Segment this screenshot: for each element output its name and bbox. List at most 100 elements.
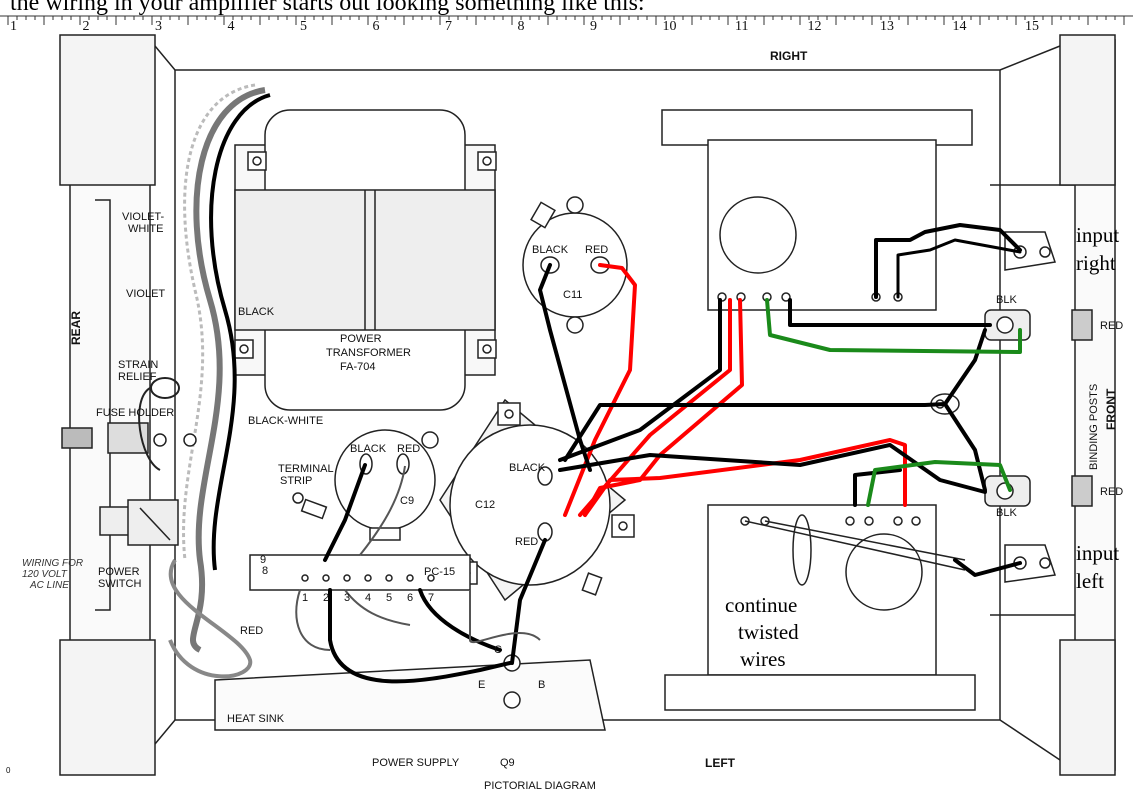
terminal-e-label: E <box>478 679 485 691</box>
wire <box>896 238 1022 299</box>
wire <box>788 298 992 327</box>
c12-black-label: BLACK <box>509 462 546 474</box>
power-supply-label: POWER SUPPLY <box>372 757 460 769</box>
ruler-number: 2 <box>83 19 90 34</box>
ruler-number: 13 <box>880 19 894 34</box>
ruler-number: 7 <box>445 19 452 34</box>
capacitor-c11 <box>522 196 628 334</box>
terminal-b-label: B <box>538 679 545 691</box>
wire <box>578 298 732 517</box>
panel-label-right: RIGHT <box>770 49 808 63</box>
ruler-number: 15 <box>1025 19 1039 34</box>
diagram-labels: RIGHT LEFT REAR FRONT BINDING POSTS VIOL… <box>6 49 1123 792</box>
input-left-label-2: left <box>1076 569 1104 593</box>
c11-name-label: C11 <box>563 289 582 301</box>
heat-sink <box>214 654 606 731</box>
wire <box>558 443 987 494</box>
c12-red-label: RED <box>515 536 538 548</box>
transformer-label-2: TRANSFORMER <box>326 347 411 359</box>
q9-label: Q9 <box>500 757 515 769</box>
wire <box>538 263 592 472</box>
black-white-label: BLACK-WHITE <box>248 415 323 427</box>
pc15-pad <box>427 574 435 582</box>
pc15-pin-label: 3 <box>344 592 350 604</box>
wiring-note-3: AC LINE <box>29 580 69 591</box>
blk-label-2: BLK <box>996 507 1017 519</box>
binding-posts-left <box>984 475 1093 507</box>
wire <box>323 463 367 562</box>
pc15-pin-label: 7 <box>428 592 434 604</box>
pc15-pin-label: 1 <box>302 592 308 604</box>
input-left-label-1: input <box>1076 541 1119 565</box>
power-switch <box>99 499 179 546</box>
wire <box>510 538 547 665</box>
chassis <box>59 34 1116 776</box>
wiring-note-1: WIRING FOR <box>22 558 83 569</box>
fuse-holder-label: FUSE HOLDER <box>96 407 174 419</box>
header-text: the wiring in your amplifier starts out … <box>10 0 645 16</box>
pc15-pad <box>364 574 372 582</box>
ruler-number: 1 <box>10 19 17 34</box>
twisted-wire-bundle <box>168 83 271 679</box>
pc15-pad <box>301 574 309 582</box>
pc15-pin-label: 5 <box>386 592 392 604</box>
continue-label-2: twisted <box>738 620 799 644</box>
pc15-label: PC-15 <box>424 566 455 578</box>
panel-label-left: LEFT <box>705 756 736 770</box>
ruler-number: 6 <box>373 19 380 34</box>
pc15-pad <box>385 574 393 582</box>
violet-white-label-1: VIOLET- <box>122 211 165 223</box>
ruler-number: 3 <box>155 19 162 34</box>
input-right-label-2: right <box>1076 251 1116 275</box>
wire <box>328 588 512 684</box>
power-switch-label-2: SWITCH <box>98 578 141 590</box>
ruler-number: 14 <box>953 19 967 34</box>
pc15-pad <box>322 574 330 582</box>
pictorial-diagram-label: PICTORIAL DIAGRAM <box>484 780 596 792</box>
capacitor-c9 <box>334 429 439 541</box>
c9-name-label: C9 <box>400 495 414 507</box>
ruler-number: 10 <box>663 19 677 34</box>
strain-relief-label-1: STRAIN <box>118 359 158 371</box>
wiring-note-2: 120 VOLT <box>22 569 68 580</box>
continue-label-3: wires <box>740 647 786 671</box>
violet-white-label-2: WHITE <box>128 223 163 235</box>
corner-zero: 0 <box>6 766 11 775</box>
left-channel-module <box>664 504 976 711</box>
panel-label-front: FRONT <box>1104 388 1118 430</box>
existing-wiring <box>295 465 541 651</box>
binding-posts-right <box>984 309 1093 341</box>
pc15-pad <box>343 574 351 582</box>
wire <box>563 402 947 462</box>
pc15-pin-label: 4 <box>365 592 371 604</box>
strain-relief-label-2: RELIEF <box>118 371 157 383</box>
wire <box>866 460 1012 507</box>
violet-label: VIOLET <box>126 288 165 300</box>
terminal-strip-label-1: TERMINAL <box>278 463 334 475</box>
wire <box>583 438 907 517</box>
wire <box>765 298 1022 354</box>
pc15-pin-9: 9 <box>260 554 266 566</box>
added-wiring <box>323 223 1022 684</box>
wire <box>418 588 502 652</box>
wire <box>953 558 1022 577</box>
transformer-label-1: POWER <box>340 333 382 345</box>
terminal-strip-label-2: STRIP <box>280 475 312 487</box>
heat-sink-label: HEAT SINK <box>227 713 285 725</box>
wire <box>583 298 744 517</box>
right-channel-module <box>661 109 973 311</box>
wire <box>853 468 902 507</box>
pc15-pin-label: 6 <box>407 592 413 604</box>
transformer-label-3: FA-704 <box>340 361 375 373</box>
pc15-pin-8: 8 <box>262 565 268 577</box>
wire <box>943 402 987 492</box>
panel-label-rear: REAR <box>69 311 83 345</box>
fuse-holder <box>61 422 197 454</box>
red-wire-label: RED <box>240 625 263 637</box>
c12-name-label: C12 <box>475 499 495 511</box>
pc15-pad <box>406 574 414 582</box>
terminal-c-label: C <box>494 644 502 656</box>
